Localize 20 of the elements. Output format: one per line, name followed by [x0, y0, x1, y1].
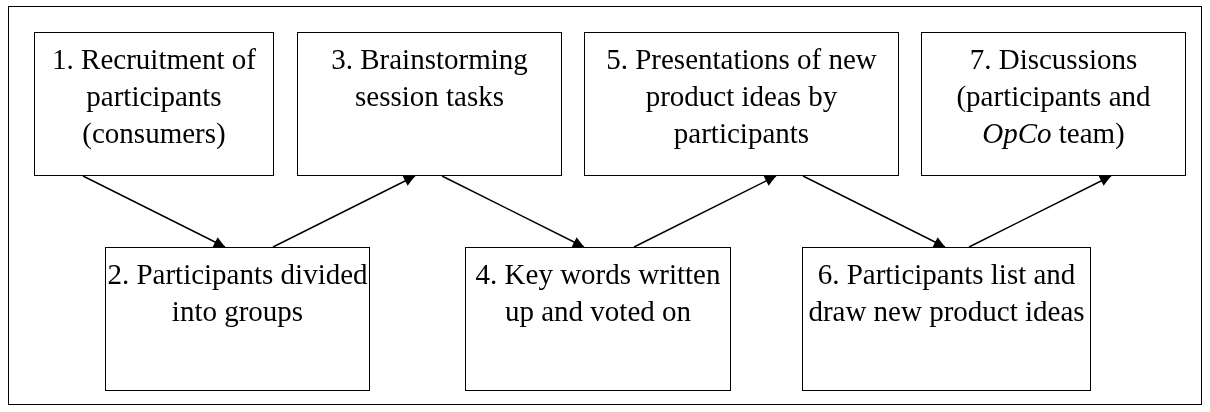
step-text: 1. Recruitment of participants (consumers): [51, 42, 257, 151]
process-box: [921, 32, 1186, 176]
arrow: [441, 175, 585, 248]
arrow: [802, 175, 946, 248]
arrow: [633, 175, 777, 248]
step-text: 2. Participants divided into groups: [106, 257, 369, 329]
arrow: [968, 175, 1112, 248]
step-text: 3. Brainstorming session tasks: [330, 42, 529, 114]
process-box: [802, 247, 1091, 391]
step-text: 7. Discussions (participants and OpCo team): [955, 42, 1152, 151]
process-box: [105, 247, 370, 391]
arrow: [82, 175, 226, 248]
process-box: [584, 32, 899, 176]
step-text: 6. Participants list and draw new product ideas: [807, 257, 1086, 329]
process-box: [465, 247, 731, 391]
step-text: 5. Presentations of new product ideas by participants: [605, 42, 878, 151]
process-box: [297, 32, 562, 176]
process-box: [34, 32, 274, 176]
arrow: [272, 175, 416, 248]
step-text: 4. Key words written up and voted on: [474, 257, 722, 329]
